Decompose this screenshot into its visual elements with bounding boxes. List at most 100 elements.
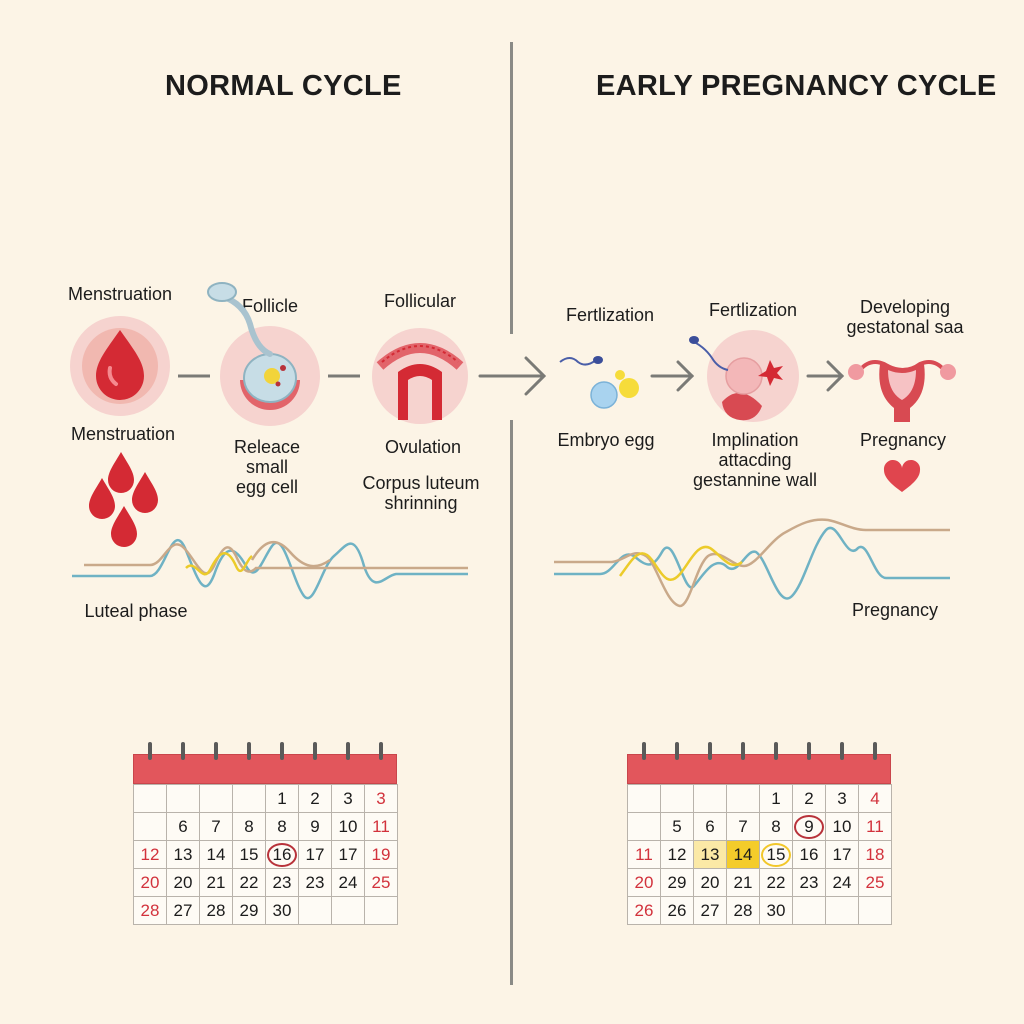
day-circle-marker [761, 842, 791, 867]
calendar-day-number: 11 [372, 816, 390, 836]
calendar-day: 1 [266, 785, 299, 813]
calendar-day-number: 10 [832, 816, 852, 836]
calendar-day: 8 [233, 813, 266, 841]
calendar-day: 20 [694, 869, 727, 897]
calendar-day-number: 25 [865, 872, 885, 892]
calendar-day: 17 [332, 841, 365, 869]
calendar-ring [247, 742, 251, 760]
calendar-day-number: 30 [272, 900, 292, 920]
calendar-day: 23 [266, 869, 299, 897]
calendar-day-number: 14 [733, 844, 753, 864]
calendar-day-number: 12 [140, 844, 160, 864]
hormone-waves-pregnancy [554, 518, 950, 608]
heart-icon [883, 459, 921, 492]
calendar-day: 20 [134, 869, 167, 897]
menstruation-icon [70, 316, 170, 416]
calendar-day: 18 [859, 841, 892, 869]
calendar-day: 16 [793, 841, 826, 869]
arrow-right-icon [806, 360, 845, 392]
calendar-day-number: 26 [634, 900, 654, 920]
calendar-day-number: 6 [178, 816, 188, 836]
calendar-day: 14 [200, 841, 233, 869]
calendar-day-number: 7 [211, 816, 221, 836]
calendar-day [134, 813, 167, 841]
calendar-day-number: 27 [173, 900, 193, 920]
calendar-day [694, 785, 727, 813]
arrow-right-icon [650, 360, 695, 392]
arrow-right-icon [478, 356, 547, 396]
sperm-and-egg-icon [559, 356, 639, 409]
label-ovulation: Ovulation [384, 437, 462, 457]
calendar-day-number: 16 [799, 844, 819, 864]
calendar-day: 29 [661, 869, 694, 897]
calendar-day-number: 4 [870, 788, 880, 808]
calendar-day-number: 17 [832, 844, 852, 864]
calendar-day-number: 26 [667, 900, 687, 920]
uterus-icon [848, 360, 956, 422]
calendar-day [299, 897, 332, 925]
calendar-ring [807, 742, 811, 760]
calendar-day: 23 [299, 869, 332, 897]
calendar-day-number: 24 [832, 872, 852, 892]
calendar-day-number: 20 [140, 872, 160, 892]
calendar-day: 19 [365, 841, 398, 869]
calendar-day: 13 [167, 841, 200, 869]
calendar-day: 2 [793, 785, 826, 813]
calendar-ring [642, 742, 646, 760]
calendar-day [727, 785, 760, 813]
day-circle-marker [267, 842, 297, 867]
uterus-lining-icon [372, 328, 468, 424]
label-developing-sac: Developing gestatonal saa [846, 297, 964, 337]
section-divider-bottom [510, 420, 513, 985]
label-fertilization-1: Fertlization [565, 305, 655, 325]
calendar-day-number: 8 [771, 816, 781, 836]
calendar-day: 7 [727, 813, 760, 841]
calendar-day: 11 [859, 813, 892, 841]
calendar-day [167, 785, 200, 813]
calendar-day-number: 11 [866, 816, 884, 836]
calendar-day [826, 897, 859, 925]
calendar-day-number: 20 [700, 872, 720, 892]
label-pregnancy-bottom: Pregnancy [851, 600, 939, 620]
calendar-day: 22 [760, 869, 793, 897]
calendar-ring [148, 742, 152, 760]
calendar-ring [675, 742, 679, 760]
calendar-day: 21 [200, 869, 233, 897]
label-luteal-phase: Luteal phase [84, 601, 188, 621]
label-follicle: Follicle [241, 296, 299, 316]
calendar-day-number: 15 [766, 844, 786, 864]
calendar-day: 3 [365, 785, 398, 813]
calendar-day [332, 897, 365, 925]
calendar-day: 8 [266, 813, 299, 841]
blood-drops-icon [89, 452, 158, 547]
calendar-day-number: 22 [766, 872, 786, 892]
calendar-day [628, 813, 661, 841]
calendar-day-number: 27 [700, 900, 720, 920]
calendar-day: 10 [826, 813, 859, 841]
calendar-day [233, 785, 266, 813]
calendar-day-number: 3 [376, 788, 386, 808]
calendar-day: 1 [760, 785, 793, 813]
follicle-icon [207, 282, 320, 426]
calendar-day [628, 785, 661, 813]
calendar-day: 20 [167, 869, 200, 897]
calendar-day: 7 [200, 813, 233, 841]
calendar-day-number: 17 [305, 844, 325, 864]
calendar-day: 15 [760, 841, 793, 869]
calendar-day: 24 [826, 869, 859, 897]
calendar-day-number: 3 [343, 788, 353, 808]
implantation-icon [689, 330, 799, 422]
calendar-day-number: 9 [804, 816, 814, 836]
calendar-day: 17 [299, 841, 332, 869]
calendar-day: 11 [628, 841, 661, 869]
calendar-day: 15 [233, 841, 266, 869]
section-divider-top [510, 42, 513, 334]
calendar-day-number: 1 [771, 788, 781, 808]
calendar-day-number: 21 [206, 872, 226, 892]
calendar-ring [214, 742, 218, 760]
label-pregnancy-top: Pregnancy [859, 430, 947, 450]
calendar-day [365, 897, 398, 925]
label-corpus-luteum: Corpus luteum shrinning [362, 473, 480, 513]
